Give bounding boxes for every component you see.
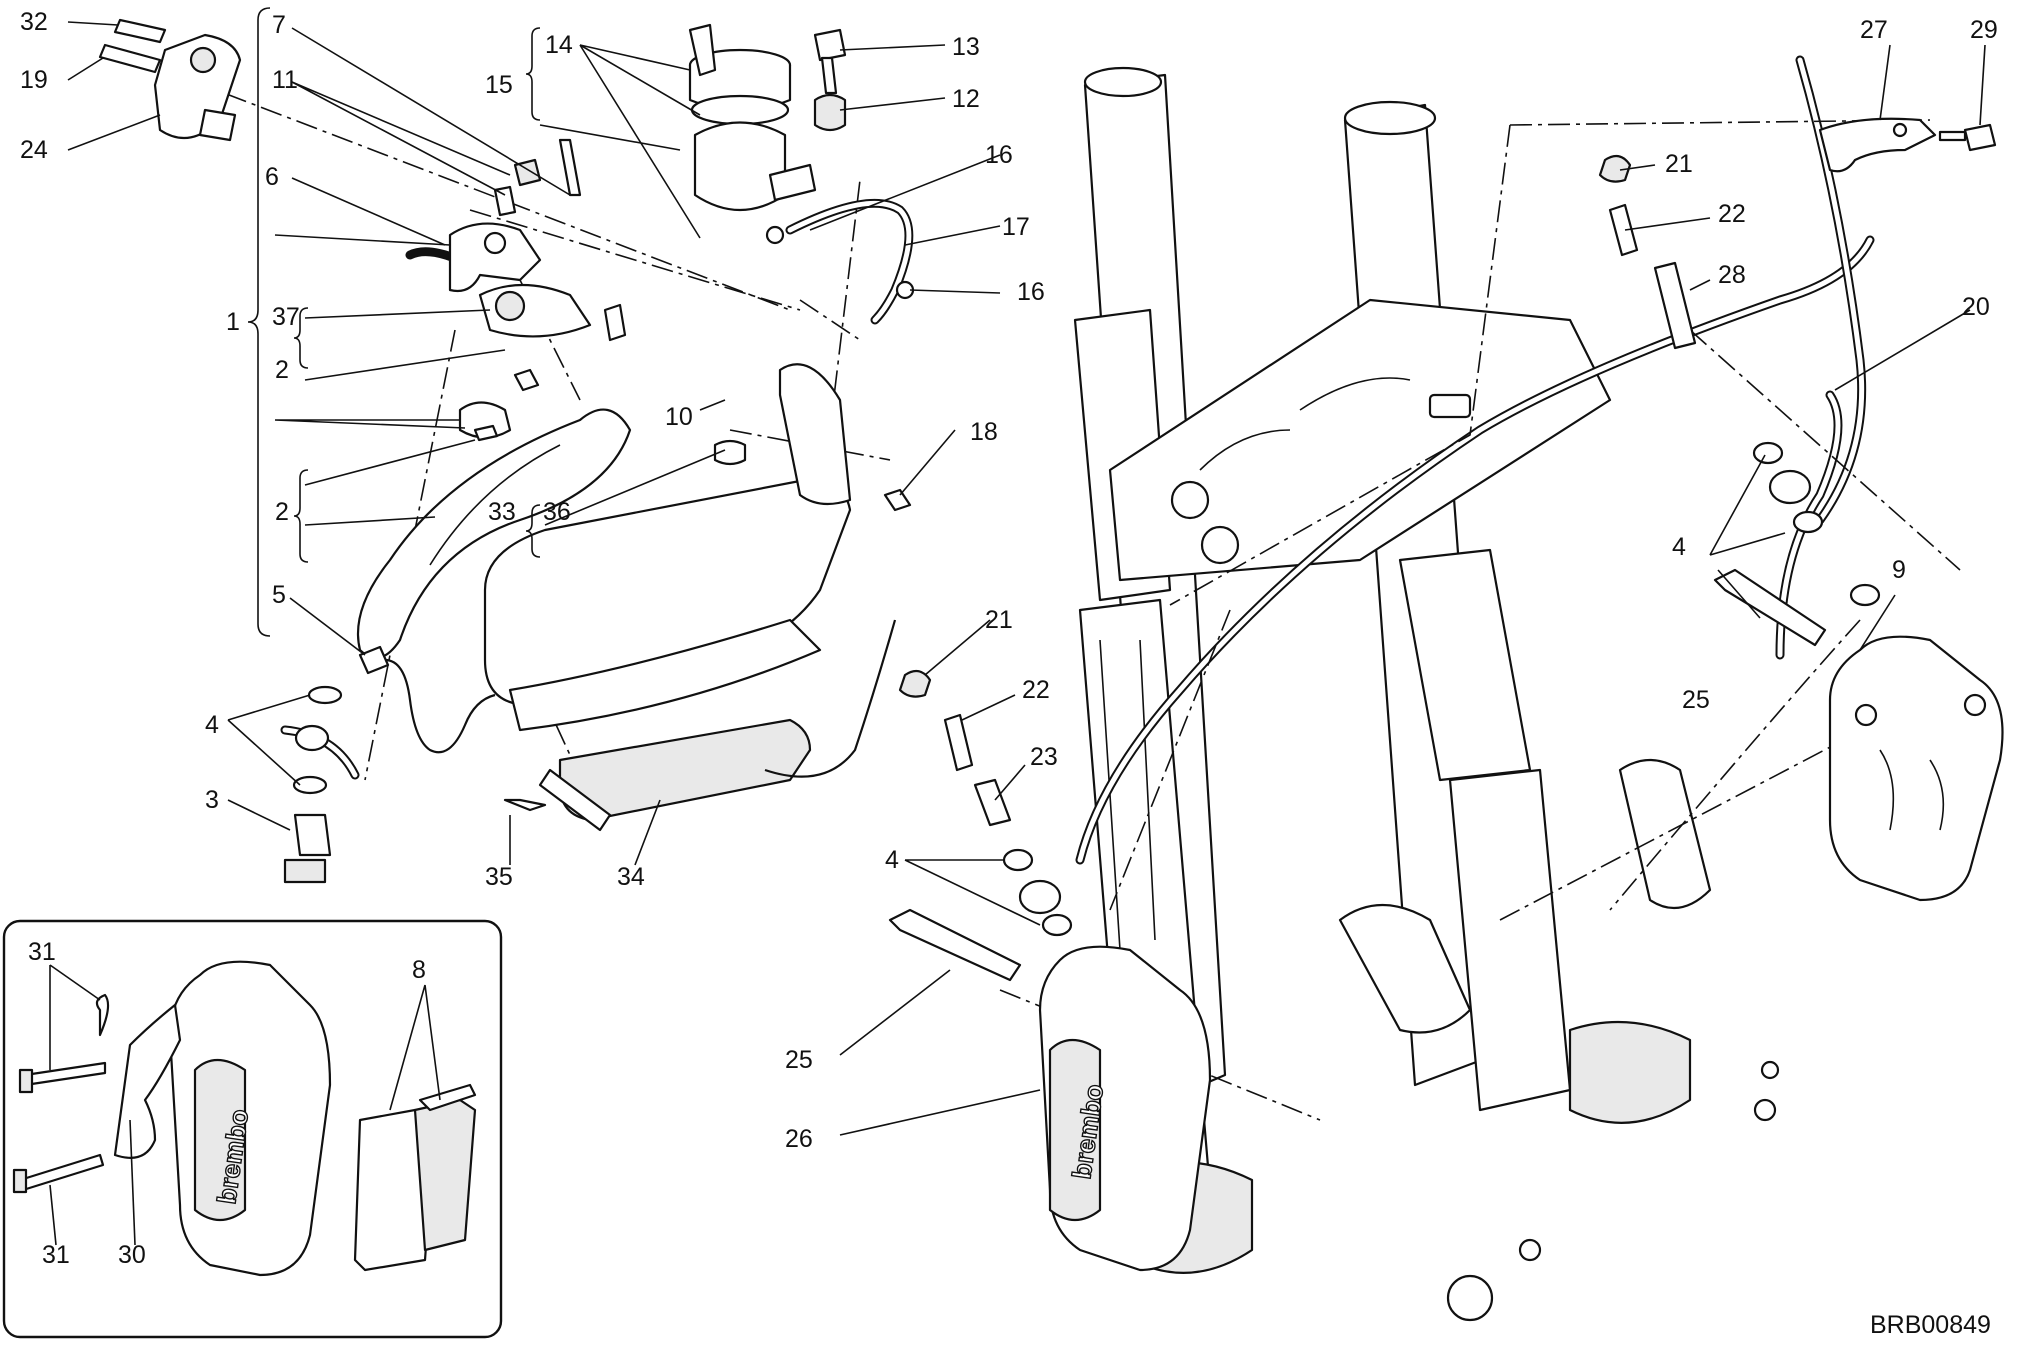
callout-4-left: 4 (205, 711, 219, 739)
callout-27: 27 (1860, 16, 1888, 44)
callout-22-center: 22 (1022, 676, 1050, 704)
callout-2-top: 2 (275, 356, 289, 384)
brake-lever (356, 408, 632, 660)
fasteners-top (558, 28, 847, 197)
callout-22-right: 22 (1718, 200, 1746, 228)
callout-4-center: 4 (885, 846, 899, 874)
callout-15: 15 (485, 71, 513, 99)
inset-callout-8: 8 (412, 956, 426, 984)
callout-35: 35 (485, 863, 513, 891)
callout-34: 34 (617, 863, 645, 891)
inset-callout-30: 30 (118, 1241, 146, 1269)
caliper-bolts (888, 568, 1827, 982)
callout-7: 7 (272, 11, 286, 39)
callout-10: 10 (665, 403, 693, 431)
brake-switch-wire (358, 645, 496, 754)
callout-16-top: 16 (985, 141, 1013, 169)
fluid-reservoir (688, 23, 817, 211)
reservoir-hose (765, 198, 915, 325)
leader-lines (67, 21, 1986, 1136)
callout-29: 29 (1970, 16, 1998, 44)
callout-24: 24 (20, 136, 48, 164)
callout-25-right: 25 (1682, 686, 1710, 714)
callout-1: 1 (226, 308, 240, 336)
callout-18: 18 (970, 418, 998, 446)
callout-5: 5 (272, 581, 286, 609)
callout-4-right: 4 (1672, 533, 1686, 561)
callout-11: 11 (272, 66, 298, 94)
callout-20: 20 (1962, 293, 1990, 321)
callout-36: 36 (543, 498, 571, 526)
callout-13: 13 (952, 33, 980, 61)
callout-3: 3 (205, 786, 219, 814)
right-brake-caliper (1828, 635, 2004, 902)
callout-32: 32 (20, 8, 48, 36)
banjo-fitting-left (283, 685, 343, 884)
mounting-bracket (98, 18, 242, 142)
callout-25-left: 25 (785, 1046, 813, 1074)
group-bracket (247, 7, 541, 637)
fairing-assembly (483, 363, 912, 832)
callout-19: 19 (20, 66, 48, 94)
pivot-parts (458, 158, 627, 442)
left-brake-caliper: brembo (1038, 945, 1212, 1272)
brake-master-cylinder (448, 222, 592, 338)
diagram-code: BRB00849 (1870, 1311, 1991, 1339)
bleeder-parts-right (1598, 154, 1881, 607)
callout-12: 12 (952, 85, 980, 113)
inset-callout-31-bottom: 31 (42, 1241, 70, 1269)
callout-2-bottom: 2 (275, 498, 289, 526)
callout-37: 37 (272, 303, 300, 331)
callout-23: 23 (1030, 743, 1058, 771)
callout-17: 17 (1002, 213, 1030, 241)
callout-28: 28 (1718, 261, 1746, 289)
inset-panel: brembo (2, 919, 503, 1339)
hose-clamp-bracket (1818, 117, 1997, 173)
callout-6: 6 (265, 163, 279, 191)
callout-26: 26 (785, 1125, 813, 1153)
callout-33: 33 (488, 498, 516, 526)
bleeder-parts-center (898, 669, 1073, 937)
inset-callout-31-top: 31 (28, 938, 56, 966)
callout-16-bottom: 16 (1017, 278, 1045, 306)
callout-9: 9 (1892, 556, 1906, 584)
callout-21-center: 21 (985, 606, 1013, 634)
callout-21-right: 21 (1665, 150, 1693, 178)
callout-14: 14 (545, 31, 573, 59)
callout-labels: 32 19 24 7 11 6 1 37 2 2 5 4 3 14 15 13 … (20, 8, 1998, 1339)
